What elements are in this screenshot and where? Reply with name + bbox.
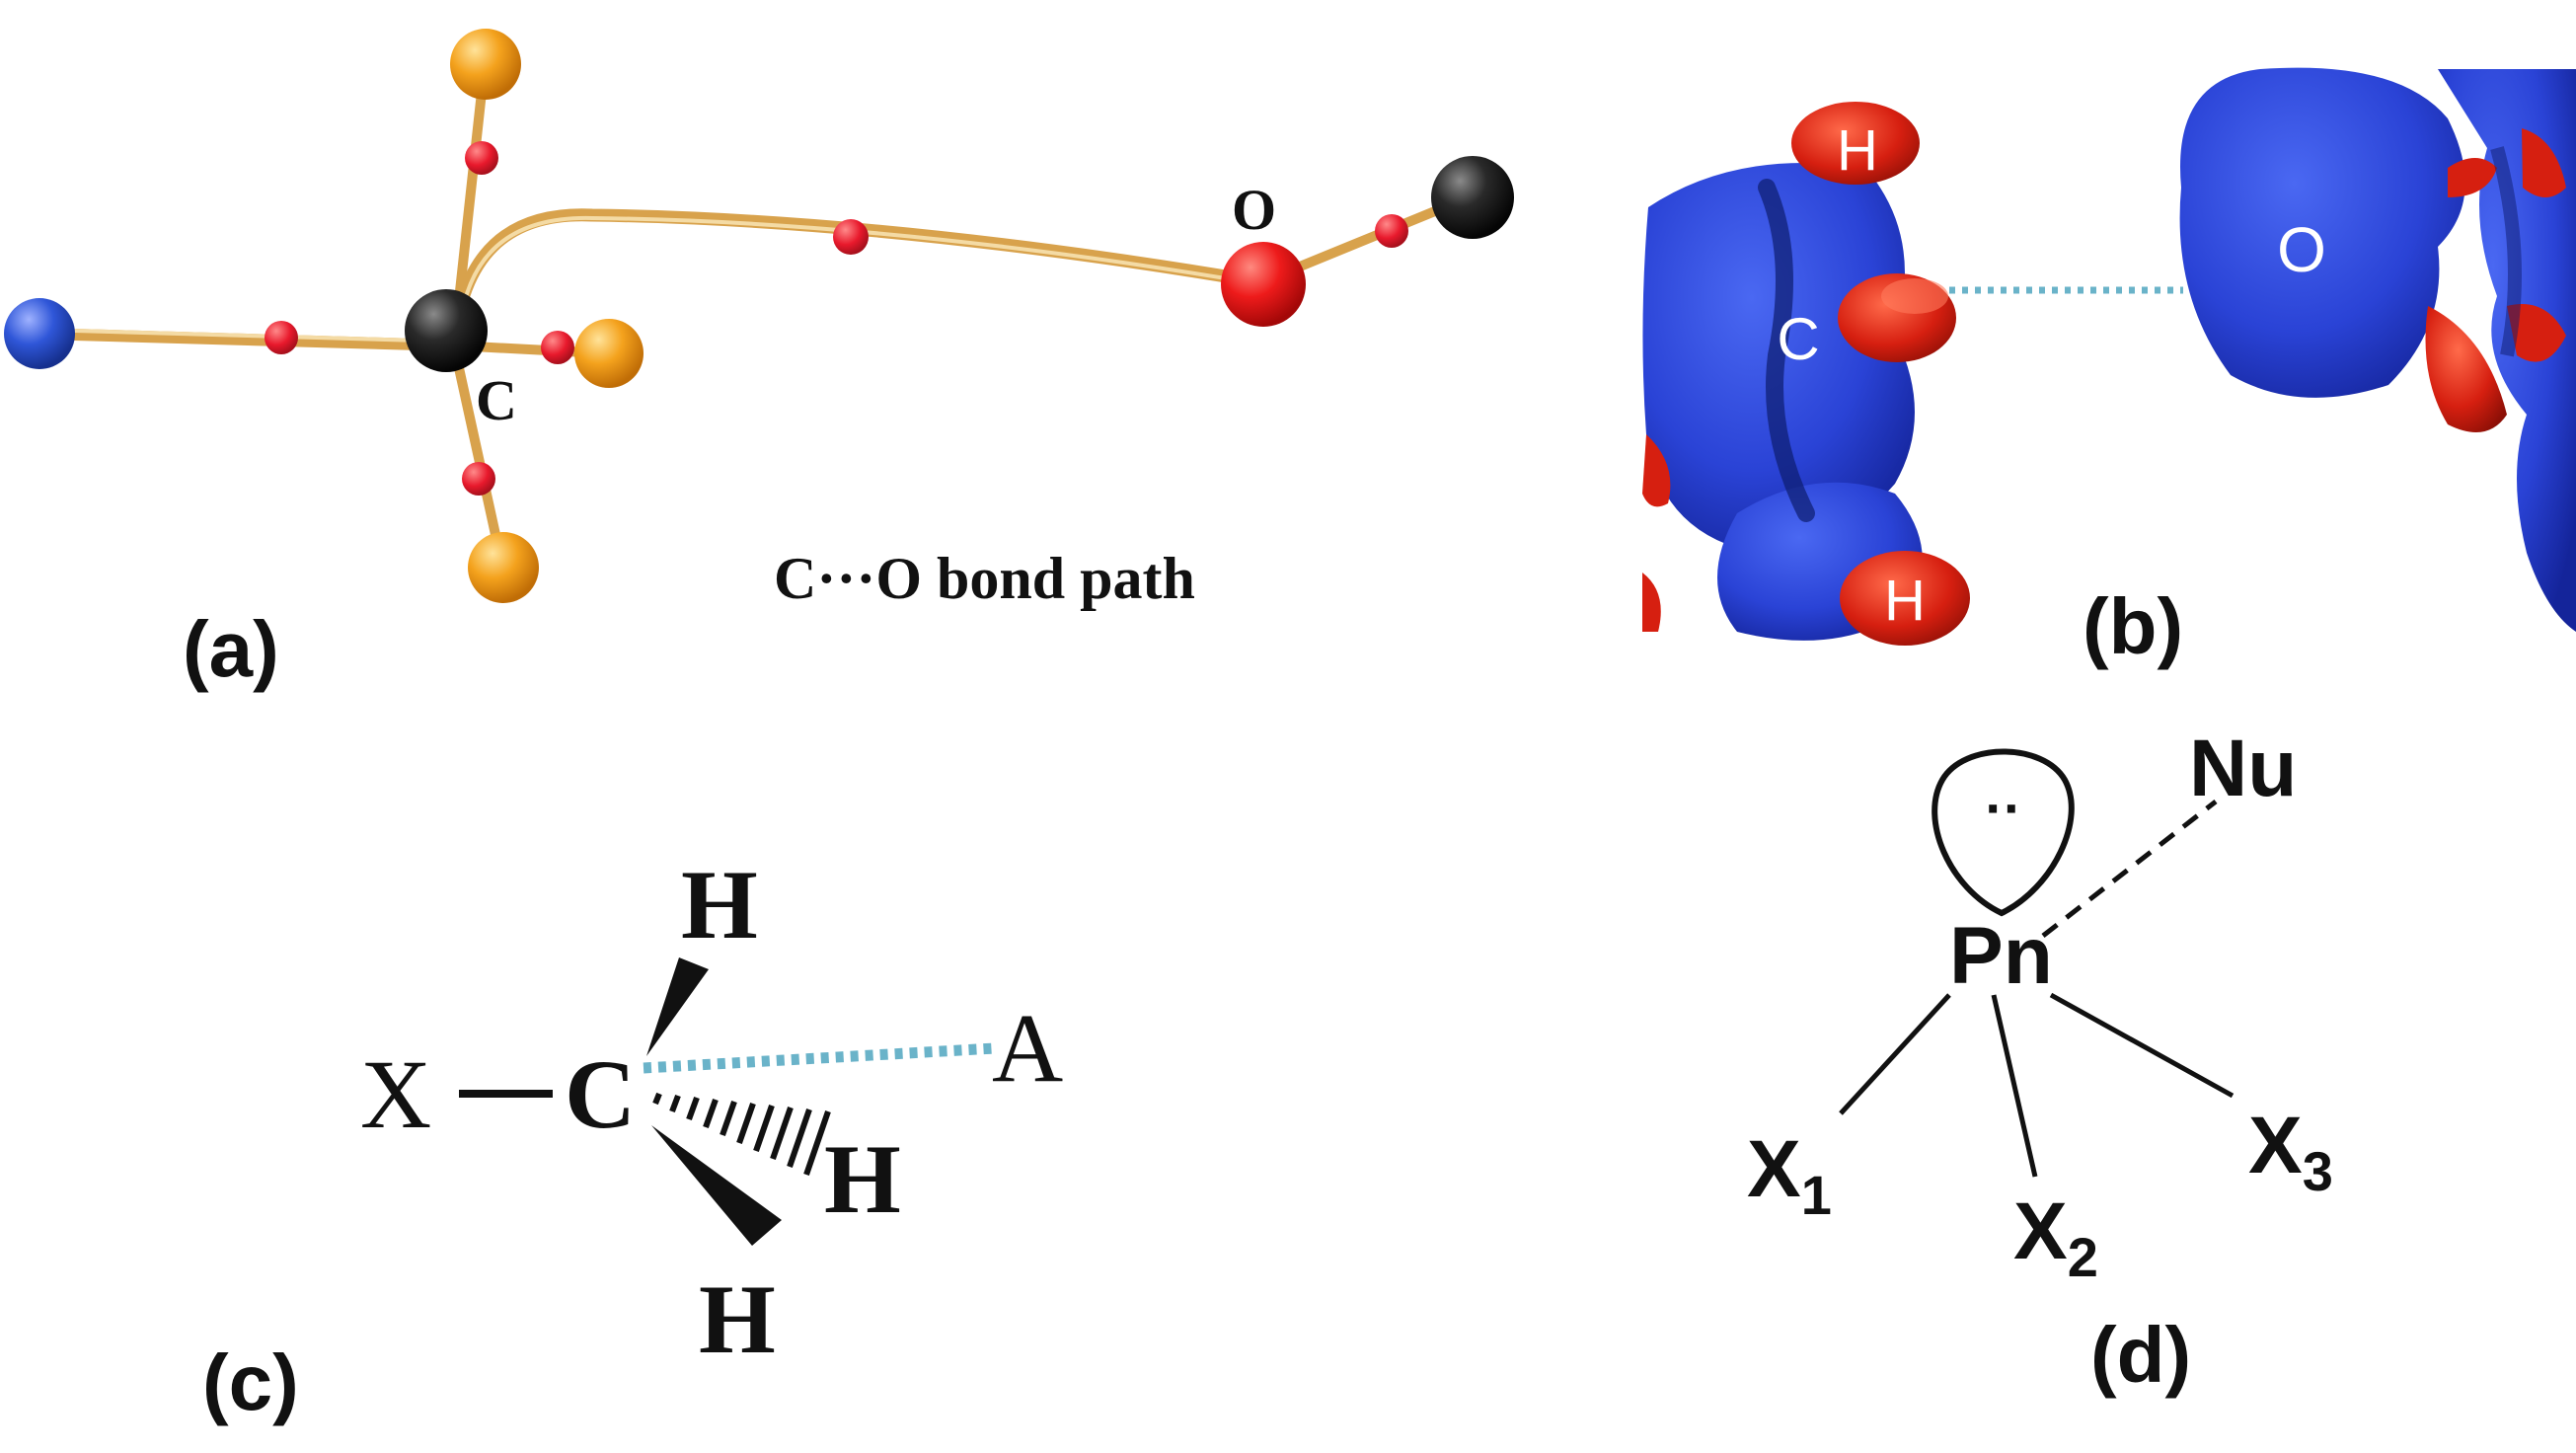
bond-pn-x3 bbox=[2049, 992, 2235, 1099]
panel-label-a: (a) bbox=[183, 605, 279, 693]
critical-point-icon bbox=[265, 321, 298, 354]
atom-label-pn: Pn bbox=[1949, 911, 2053, 1001]
atom-label-x: X bbox=[360, 1039, 431, 1149]
atom-label-x3: X3 bbox=[2248, 1101, 2333, 1202]
density-edge-dark bbox=[2490, 146, 2522, 357]
bond-path-caption: C···O bond path bbox=[774, 546, 1195, 611]
hashed-bond-middle bbox=[652, 1092, 831, 1176]
bond-path-c-o-highlight bbox=[458, 215, 1263, 328]
fluorine-bottom-icon bbox=[468, 532, 539, 603]
density-lobe-negative bbox=[2448, 158, 2497, 197]
density-edge-dark bbox=[1758, 179, 1815, 522]
density-lobe-negative bbox=[1642, 573, 1661, 632]
density-lobe-negative bbox=[1642, 434, 1671, 507]
atom-label-h-bottom: H bbox=[699, 1264, 776, 1374]
donor-atom-blue-icon bbox=[4, 298, 75, 369]
atom-label-x1: X1 bbox=[1747, 1124, 1832, 1226]
lone-pair-lobe bbox=[1932, 748, 2075, 917]
density-lobe-negative bbox=[2522, 128, 2566, 197]
atom-label-a: A bbox=[992, 993, 1063, 1103]
panel-a: C O C···O bond path (a) bbox=[4, 29, 1514, 693]
tetrel-bond-dotted-line bbox=[643, 1042, 996, 1074]
wedge-bond-top bbox=[646, 957, 709, 1056]
atom-label-o: O bbox=[2277, 214, 2326, 285]
bond-pn-x1 bbox=[1839, 993, 1951, 1115]
atom-label-c: C bbox=[1777, 306, 1819, 372]
critical-point-icon bbox=[833, 219, 869, 255]
atom-label-h-top: H bbox=[681, 850, 758, 959]
pnictogen-bond-dashed-line bbox=[2041, 800, 2218, 938]
atom-label-h: H bbox=[1837, 118, 1878, 183]
panel-c: X C A H H H (c) bbox=[202, 850, 1063, 1426]
fluorine-top-icon bbox=[450, 29, 521, 100]
atom-label-c: C bbox=[476, 368, 517, 432]
bond-donor-c-highlight bbox=[38, 328, 456, 344]
atom-label-nu: Nu bbox=[2189, 724, 2297, 813]
panel-label-b: (b) bbox=[2083, 582, 2183, 670]
panel-label-d: (d) bbox=[2090, 1311, 2191, 1399]
carbon-atom-right-icon bbox=[1431, 156, 1514, 239]
panel-label-c: (c) bbox=[202, 1338, 299, 1426]
wedge-bond-bottom bbox=[651, 1125, 782, 1246]
density-c-sigma-hole-shade bbox=[1881, 278, 1948, 314]
atom-label-c: C bbox=[565, 1039, 636, 1149]
critical-point-icon bbox=[465, 141, 498, 175]
density-lobe-positive bbox=[2179, 67, 2465, 398]
atom-label-o: O bbox=[1232, 178, 1276, 242]
lone-pair-dots: ·· bbox=[1985, 777, 2021, 839]
panel-d: ·· Pn Nu X1 X2 X3 (d) bbox=[1747, 724, 2333, 1399]
atom-label-h: H bbox=[1884, 569, 1926, 633]
atom-label-x2: X2 bbox=[2013, 1186, 2098, 1288]
bond-donor-c bbox=[34, 328, 460, 351]
oxygen-atom-icon bbox=[1221, 242, 1306, 327]
density-lobe-negative bbox=[2507, 304, 2566, 362]
atom-label-h-middle: H bbox=[824, 1124, 901, 1234]
density-h-bottom bbox=[1840, 551, 1970, 646]
critical-point-icon bbox=[1375, 214, 1408, 248]
fluorine-right-icon bbox=[574, 319, 644, 388]
carbon-atom-icon bbox=[405, 289, 488, 372]
critical-point-icon bbox=[462, 462, 495, 496]
critical-point-icon bbox=[541, 331, 574, 364]
density-lobe-negative bbox=[2425, 306, 2507, 432]
bond-pn-x2 bbox=[1991, 994, 2038, 1178]
panel-b: H C O H (b) bbox=[1642, 67, 2576, 670]
density-h-top bbox=[1791, 102, 1920, 185]
bond-path-c-o bbox=[447, 208, 1268, 352]
